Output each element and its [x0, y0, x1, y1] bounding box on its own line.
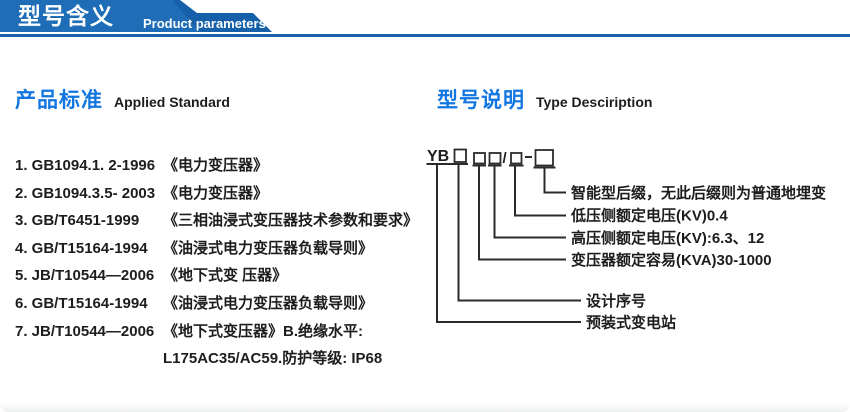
standard-code: 2. GB1094.3.5- 2003 — [15, 184, 156, 202]
applied-standard-section: 产品标准 Applied Standard 1. GB1094.1. 2-199… — [15, 84, 435, 373]
type-description-heading-cn: 型号说明 — [437, 89, 525, 112]
applied-standard-heading-en: Applied Standard — [114, 94, 230, 110]
label-lv-voltage: 低压侧额定电压(KV)0.4 — [570, 207, 728, 225]
model-prefix-text: YB — [427, 148, 449, 165]
connector-hv — [493, 165, 566, 239]
standard-title: 《电力变压器》 — [163, 157, 269, 174]
label-smart-suffix: 智能型后缀，无此后缀则为普通地埋变 — [571, 184, 826, 202]
code-box-suffix — [534, 149, 554, 167]
code-box-design — [453, 148, 467, 163]
label-hv-voltage: 高压侧额定电压(KV):6.3、12 — [571, 229, 764, 247]
standard-title: 《地下式变压器》B.绝缘水平: — [163, 322, 363, 340]
standard-code: 5. JB/T10544—2006 — [15, 267, 155, 285]
applied-standard-heading-cn: 产品标准 — [15, 89, 103, 112]
standard-code: 6. GB/T15164-1994 — [15, 294, 148, 312]
code-box-lv — [510, 152, 523, 165]
connector-prefix — [436, 164, 581, 323]
code-box-hv — [488, 152, 502, 165]
banner-underline — [0, 34, 850, 37]
header-banner: 型号含义 Product parameters — [0, 0, 850, 40]
type-description-heading: 型号说明 Type Desciription — [437, 84, 837, 114]
standard-title: 《地下式变 压器》 — [163, 267, 288, 285]
banner-shape-highlight — [0, 0, 199, 32]
standard-title: L175AC35/AC59.防护等级: IP68 — [163, 350, 383, 368]
page-title: 型号含义 — [18, 3, 114, 29]
list-item: 1. GB1094.1. 2-1996 《电力变压器》 — [15, 152, 435, 180]
label-prefab-substation: 预装式变电站 — [586, 314, 676, 332]
standard-title: 《油浸式电力变压器负载导则》 — [163, 239, 374, 257]
connector-design — [457, 164, 581, 302]
standard-title: 《电力变压器》 — [163, 184, 269, 202]
connector-capacity — [478, 165, 566, 261]
list-item: 4. GB/T15164-1994 《油浸式电力变压器负载导则》 — [15, 235, 435, 263]
standard-title: 《油浸式电力变压器负载导则》 — [163, 294, 374, 312]
label-design-serial: 设计序号 — [586, 292, 646, 310]
standards-list: 1. GB1094.1. 2-1996 《电力变压器》 2. GB1094.3.… — [15, 152, 435, 373]
page-subtitle: Product parameters — [143, 16, 266, 31]
code-box-capacity — [473, 152, 486, 165]
standard-code: 1. GB1094.1. 2-1996 — [15, 157, 156, 174]
standard-code: 7. JB/T10544—2006 — [15, 322, 155, 340]
connector-suffix — [543, 167, 566, 194]
model-code-diagram: YB / 智能型后缀，无此后缀则为普通地埋变 低压侧额定电压(KV)0.4 高压… — [426, 148, 826, 332]
type-description-section: 型号说明 Type Desciription — [437, 84, 837, 114]
standard-code — [15, 345, 163, 373]
standard-title: 《三相油浸式变压器技术参数和要求》 — [163, 212, 419, 230]
connector-lv — [514, 165, 566, 217]
standard-code: 3. GB/T6451-1999 — [15, 212, 140, 230]
type-description-heading-en: Type Desciription — [536, 94, 653, 110]
list-item: 5. JB/T10544—2006 《地下式变 压器》 — [15, 262, 435, 290]
list-item: 6. GB/T15164-1994 《油浸式电力变压器负载导则》 — [15, 290, 435, 318]
list-item-continuation: L175AC35/AC59.防护等级: IP68 — [15, 345, 435, 373]
list-item: 3. GB/T6451-1999 《三相油浸式变压器技术参数和要求》 — [15, 207, 435, 235]
standard-code: 4. GB/T15164-1994 — [15, 239, 148, 257]
list-item: 2. GB1094.3.5- 2003 《电力变压器》 — [15, 180, 435, 208]
applied-standard-heading: 产品标准 Applied Standard — [15, 84, 435, 114]
slash-separator: / — [503, 150, 508, 167]
label-rated-capacity: 变压器额定容易(KVA)30-1000 — [571, 251, 772, 269]
list-item: 7. JB/T10544—2006 《地下式变压器》B.绝缘水平: — [15, 318, 435, 346]
page-bottom-shade — [0, 403, 850, 412]
